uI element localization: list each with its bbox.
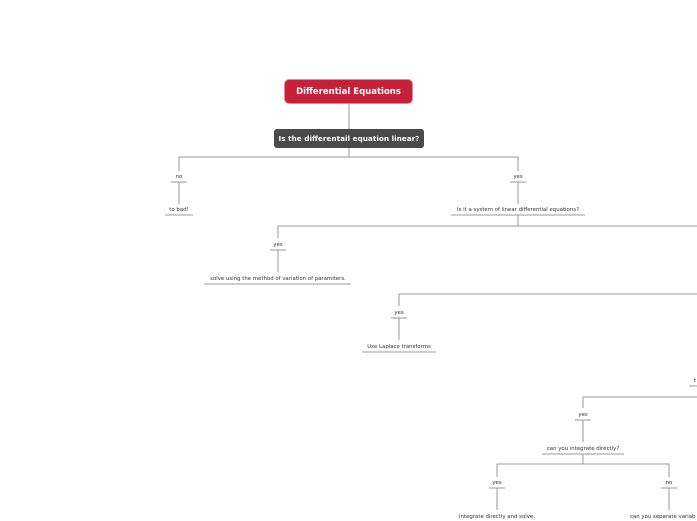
- connector-question-branch: [178, 148, 519, 171]
- connector-integrate-branch: [496, 454, 670, 477]
- laplace-answer[interactable]: Use Laplace transforms: [367, 344, 431, 350]
- connector-level4-branch: [582, 396, 697, 408]
- yes3-label[interactable]: yes: [394, 310, 404, 316]
- integrate-answer[interactable]: integrate directly and solve.: [459, 514, 535, 520]
- root-topic[interactable]: Differential Equations: [284, 79, 413, 104]
- connector-system-branch: [277, 215, 697, 238]
- connector-yes5-branch: [489, 487, 505, 510]
- system-question[interactable]: Is it a system of linear differential eq…: [457, 207, 579, 213]
- connector-no-branch: [165, 181, 193, 216]
- variation-answer[interactable]: solve using the method of variation of p…: [210, 276, 346, 282]
- connector-yes2-branch: [204, 249, 351, 285]
- connector-no5-branch: [661, 487, 677, 510]
- yes5-label[interactable]: yes: [492, 480, 502, 486]
- no5-label[interactable]: no: [665, 480, 673, 486]
- no-label[interactable]: no: [175, 174, 183, 180]
- main-question-topic[interactable]: Is the differentail equation linear?: [274, 129, 424, 148]
- connector-level3-branch: [398, 293, 697, 306]
- separate-answer[interactable]: can you separate variab: [630, 514, 696, 520]
- yes4-label[interactable]: yes: [578, 412, 588, 418]
- integrate-question[interactable]: can you integrate directly?: [546, 446, 620, 452]
- cut-label-fragment[interactable]: t: [693, 378, 697, 384]
- connector-yes3-branch: [362, 317, 436, 353]
- yes2-label[interactable]: yes: [273, 242, 283, 248]
- yes-label[interactable]: yes: [513, 174, 523, 180]
- to-bad-answer[interactable]: to bad!: [169, 207, 189, 213]
